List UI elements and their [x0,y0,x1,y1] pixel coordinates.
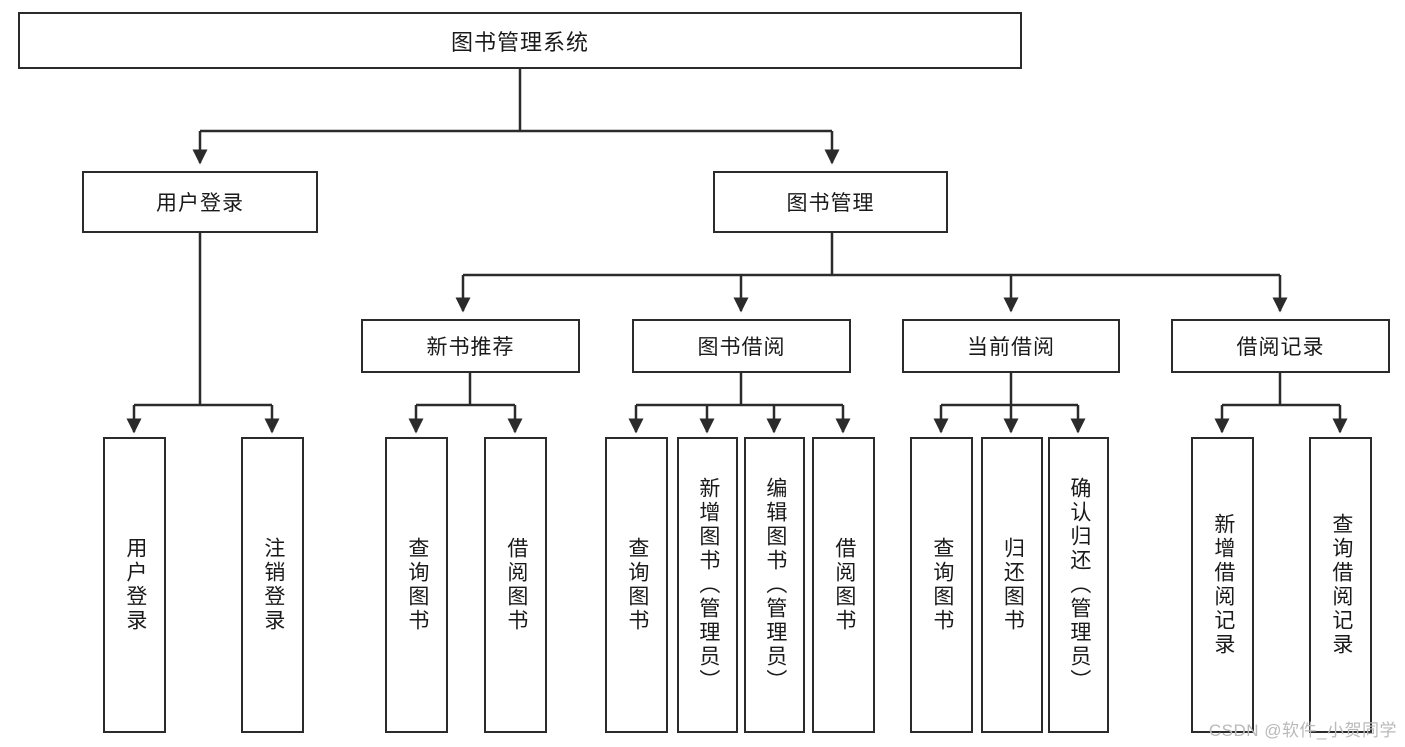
leaf-user-login-logout[interactable]: 注销登录 [241,437,304,733]
node-user-login[interactable]: 用户登录 [82,171,318,233]
leaf-recommend-query-book[interactable]: 查询图书 [385,437,448,733]
leaf-current-query-book[interactable]: 查询图书 [910,437,973,733]
node-label: 借阅记录 [1236,336,1325,359]
leaf-record-query-record[interactable]: 查询借阅记录 [1309,437,1372,733]
node-label: 新书推荐 [426,336,515,359]
node-root-system[interactable]: 图书管理系统 [18,12,1022,69]
node-label: 注销登录 [261,537,285,633]
node-label: 用户登录 [123,537,147,633]
leaf-recommend-borrow-book[interactable]: 借阅图书 [484,437,547,733]
leaf-current-confirm-return-admin[interactable]: 确认归还（管理员） [1048,437,1109,733]
node-label: 查询图书 [625,537,649,633]
node-label: 借阅图书 [504,537,528,633]
leaf-user-login-login[interactable]: 用户登录 [103,437,166,733]
node-label: 用户登录 [156,192,244,215]
node-current-borrow[interactable]: 当前借阅 [902,319,1120,373]
leaf-borrow-query-book[interactable]: 查询图书 [605,437,668,733]
node-label: 借阅图书 [832,537,856,633]
leaf-current-return-book[interactable]: 归还图书 [981,437,1043,733]
node-label: 编辑图书（管理员） [763,477,787,693]
node-book-management[interactable]: 图书管理 [713,171,948,233]
node-label: 查询图书 [930,537,954,633]
node-label: 图书管理系统 [450,29,589,55]
leaf-record-add-record[interactable]: 新增借阅记录 [1191,437,1254,733]
node-label: 图书借阅 [697,336,786,359]
node-label: 图书管理 [786,192,875,215]
leaf-borrow-add-book-admin[interactable]: 新增图书（管理员） [677,437,738,733]
node-label: 确认归还（管理员） [1067,477,1091,693]
node-label: 查询图书 [405,537,429,633]
leaf-borrow-edit-book-admin[interactable]: 编辑图书（管理员） [744,437,805,733]
node-label: 新增借阅记录 [1211,513,1235,657]
node-label: 新增图书（管理员） [696,477,720,693]
node-book-borrow[interactable]: 图书借阅 [632,319,851,373]
node-new-book-recommend[interactable]: 新书推荐 [361,319,580,373]
watermark: CSDN @软件_小贺同学 [1208,721,1397,740]
leaf-borrow-borrow-book[interactable]: 借阅图书 [812,437,875,733]
node-borrow-record[interactable]: 借阅记录 [1171,319,1390,373]
node-label: 查询借阅记录 [1329,513,1353,657]
node-label: 当前借阅 [967,336,1055,359]
node-label: 归还图书 [1001,537,1025,633]
